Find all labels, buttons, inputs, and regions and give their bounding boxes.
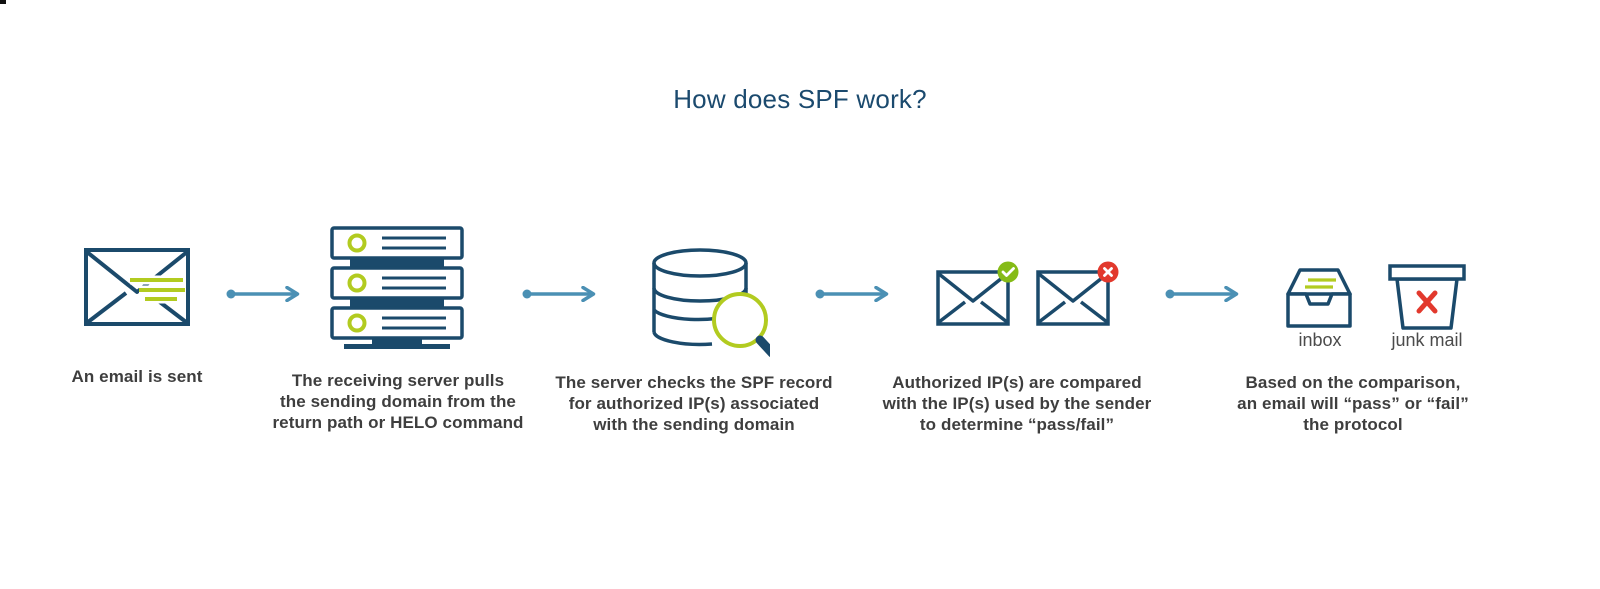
email-icon [84, 248, 190, 326]
corner-artifact [0, 0, 6, 4]
server-icon [330, 226, 464, 353]
arrow-right-icon [226, 286, 306, 302]
database-search-icon [648, 246, 770, 358]
inbox-icon [1286, 268, 1354, 330]
junk-mail-icon [1388, 264, 1466, 332]
step-caption-result: Based on the comparison, an email will “… [1237, 373, 1469, 434]
step-caption-spf-check: The server checks the SPF record for aut… [555, 373, 833, 434]
page-title: How does SPF work? [673, 84, 927, 114]
arrow-right-icon [815, 286, 895, 302]
step-caption-receiving-server: The receiving server pulls the sending d… [272, 371, 524, 432]
arrow-right-icon [522, 286, 602, 302]
junk-mail-label: junk mail [1391, 330, 1463, 350]
inbox-label: inbox [1298, 330, 1342, 350]
arrow-right-icon [1165, 286, 1245, 302]
step-caption-ip-compare: Authorized IP(s) are compared with the I… [882, 373, 1152, 434]
step-caption-email-sent: An email is sent [71, 367, 203, 386]
email-fail-icon [1036, 260, 1122, 328]
email-pass-icon [936, 260, 1022, 328]
